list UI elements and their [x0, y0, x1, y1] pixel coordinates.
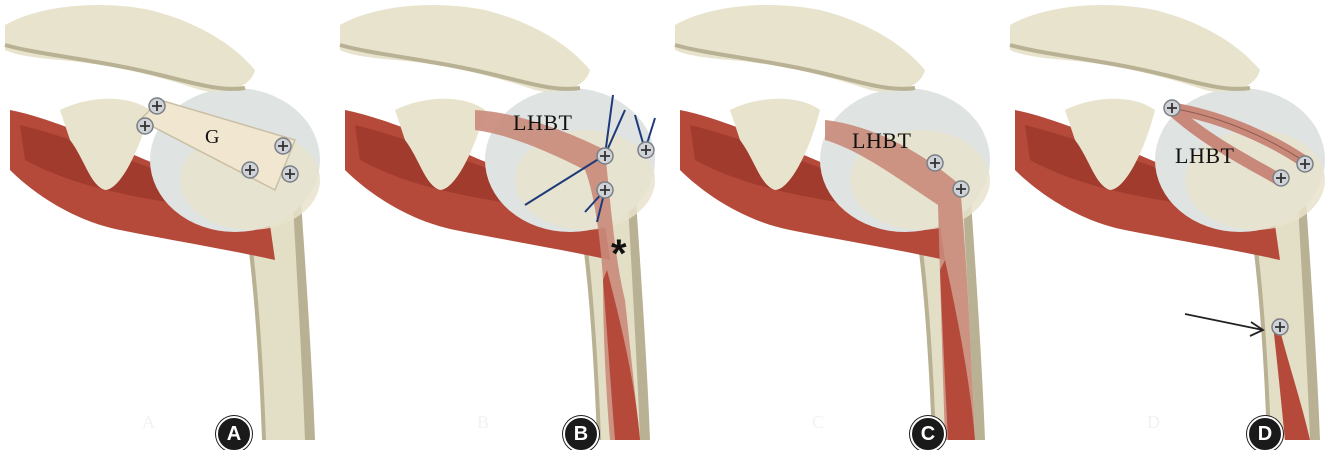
screw-anchor-icon: [282, 166, 298, 182]
screw-anchor-icon: [953, 181, 969, 197]
tenotomy-marker: *: [611, 232, 627, 277]
panel-a-illustration: [0, 0, 335, 450]
panel-badge-d: D: [1247, 416, 1283, 450]
panel-ghost-letter: C: [812, 412, 824, 433]
panel-b-illustration: [335, 0, 670, 450]
screw-anchor-icon: [597, 148, 613, 164]
lhbt-label: LHBT: [852, 128, 911, 154]
panel-d: LHBT D D: [1005, 0, 1340, 450]
panel-badge-c: C: [910, 416, 946, 450]
screw-anchor-icon: [927, 155, 943, 171]
panel-ghost-letter: A: [142, 412, 155, 433]
screw-anchor-icon: [149, 98, 165, 114]
lhbt-label: LHBT: [513, 110, 572, 136]
panel-a: G A A: [0, 0, 335, 450]
panel-c: LHBT C C: [670, 0, 1005, 450]
screw-anchor-icon: [1297, 156, 1313, 172]
panel-b: LHBT * B B: [335, 0, 670, 450]
panel-badge-b: B: [563, 416, 599, 450]
screw-anchor-icon: [242, 162, 258, 178]
panel-badge-a: A: [216, 416, 252, 450]
panel-ghost-letter: D: [1147, 412, 1160, 433]
arrow-icon: [1185, 314, 1263, 336]
graft-label: G: [205, 126, 219, 149]
screw-anchor-icon: [275, 138, 291, 154]
lhbt-label: LHBT: [1175, 143, 1234, 169]
screw-anchor-icon: [1273, 170, 1289, 186]
screw-anchor-icon: [597, 182, 613, 198]
panel-c-illustration: [670, 0, 1005, 450]
screw-anchor-icon: [1164, 100, 1180, 116]
screw-anchor-icon: [638, 142, 654, 158]
panel-ghost-letter: B: [477, 412, 489, 433]
panel-d-illustration: [1005, 0, 1340, 450]
screw-anchor-icon: [1272, 319, 1288, 335]
screw-anchor-icon: [137, 118, 153, 134]
